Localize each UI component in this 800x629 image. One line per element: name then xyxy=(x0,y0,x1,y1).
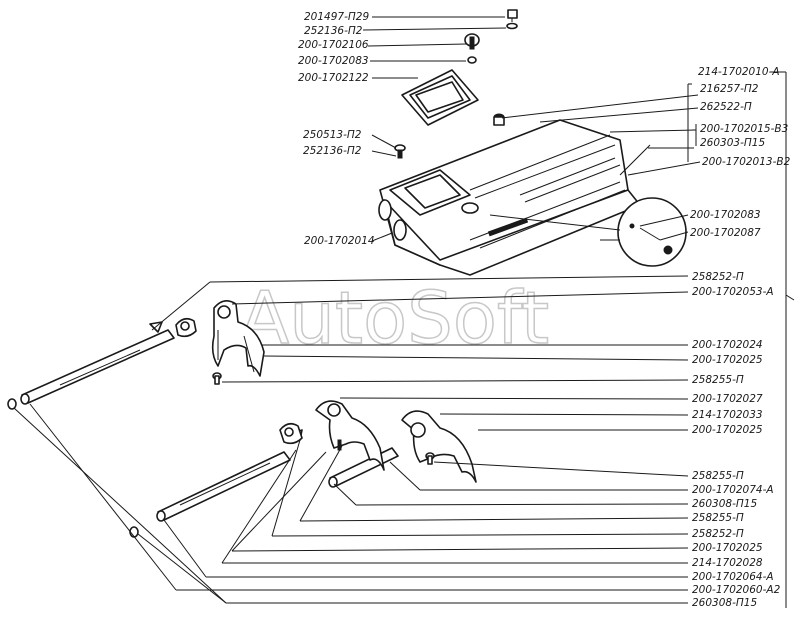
top-bolt xyxy=(506,9,518,30)
watermark: AutoSoft xyxy=(240,276,549,360)
lower-fork-1 xyxy=(279,422,303,445)
label-201497-p29: 201497-П29 xyxy=(304,11,369,23)
cover-pin xyxy=(464,33,480,64)
upper-bracket xyxy=(175,317,197,338)
label-214-1702010-a: 214-1702010-А xyxy=(698,66,780,78)
label-252136-p2-top: 252136-П2 xyxy=(304,25,363,37)
label-262522-p: 262522-П xyxy=(700,101,752,113)
label-200-1702027: 200-1702027 xyxy=(692,393,763,405)
lower-fork-3 xyxy=(401,410,477,483)
lower-rod-left xyxy=(156,451,291,522)
label-200-1702064-a: 200-1702064-А xyxy=(692,571,774,583)
label-200-1702074-a: 200-1702074-А xyxy=(692,484,774,496)
label-200-1702013-b2: 200-1702013-В2 xyxy=(702,156,791,168)
cover-washers xyxy=(394,113,505,159)
label-200-1702060-a2: 200-1702060-А2 xyxy=(692,584,781,596)
assembly-brackets xyxy=(687,71,795,608)
label-200-1702014: 200-1702014 xyxy=(304,235,375,247)
label-200-1702083-detail: 200-1702083 xyxy=(690,209,761,221)
label-200-1702053-a: 200-1702053-А xyxy=(692,286,774,298)
label-260303-p15: 260303-П15 xyxy=(700,137,765,149)
label-200-1702083-top: 200-1702083 xyxy=(298,55,369,67)
label-214-1702028: 214-1702028 xyxy=(692,557,763,569)
label-200-1702024: 200-1702024 xyxy=(692,339,763,351)
label-200-1702025-lower: 200-1702025 xyxy=(692,542,763,554)
label-200-1702087: 200-1702087 xyxy=(690,227,761,239)
label-250513-p2: 250513-П2 xyxy=(303,129,362,141)
housing xyxy=(378,119,641,276)
label-258252-p-upper: 258252-П xyxy=(692,271,744,283)
part-labels: 201497-П29 252136-П2 200-1702106 200-170… xyxy=(298,11,791,609)
label-200-1702015-b3: 200-1702015-В3 xyxy=(700,123,788,135)
label-260308-p15-lower: 260308-П15 xyxy=(692,597,757,609)
label-214-1702033: 214-1702033 xyxy=(692,409,763,421)
label-258255-p-upper: 258255-П xyxy=(692,374,744,386)
leader-lines xyxy=(13,16,701,604)
label-258252-p-lower: 258252-П xyxy=(692,528,744,540)
label-260308-p15-mid: 260308-П15 xyxy=(692,498,757,510)
label-200-1702025-upper: 200-1702025 xyxy=(692,354,763,366)
label-258255-p-mid: 258255-П xyxy=(692,470,744,482)
label-200-1702122: 200-1702122 xyxy=(298,72,369,84)
label-200-1702025-mid: 200-1702025 xyxy=(692,424,763,436)
label-258255-p-lower: 258255-П xyxy=(692,512,744,524)
label-216257-p2: 216257-П2 xyxy=(700,83,759,95)
upper-rod xyxy=(20,321,175,405)
label-252136-p2-mid: 252136-П2 xyxy=(303,145,362,157)
label-200-1702106: 200-1702106 xyxy=(298,39,369,51)
detail-circle xyxy=(489,144,687,267)
upper-bolt xyxy=(212,372,222,385)
cover-gasket xyxy=(401,69,479,126)
lower-fork-2 xyxy=(315,400,385,471)
